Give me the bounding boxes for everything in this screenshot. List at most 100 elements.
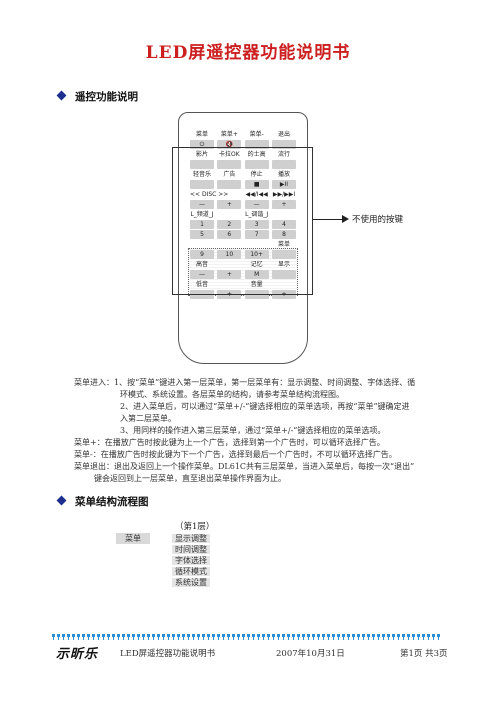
desc-line: 菜单退出：退出及返回上一个操作菜单。DL61C共有三层菜单，当进入菜单后，每按一… — [74, 462, 415, 471]
desc-line: 2、进入菜单后，可以通过“菜单+/-”键选择相应的菜单选项，再按“菜单”键确定进 — [120, 402, 410, 411]
remote-key-label: 菜单- — [249, 131, 264, 138]
remote-key-row: << DISC >>◀◀/I◀◀▶▶/▶▶I — [190, 190, 296, 199]
remote-key-label — [271, 160, 296, 169]
remote-key-label: 1 — [190, 220, 214, 229]
section-heading-remote: 遥控功能说明 — [56, 89, 138, 104]
remote-key-label: 广告 — [223, 171, 236, 178]
remote-key-label — [190, 180, 214, 189]
remote-key-row: ⏻🔇 — [190, 140, 296, 149]
remote-key-label: + — [271, 200, 296, 209]
remote-key-label: 记忆 — [250, 261, 263, 268]
remote-key-label: 10+ — [244, 250, 269, 259]
remote-key-label — [271, 140, 296, 149]
flow-item-list: 显示调整 时间调整 字体选择 循环模式 系统设置 — [171, 533, 211, 588]
remote-key-label: 音量 — [250, 281, 263, 288]
remote-key-label: << DISC >> — [190, 191, 229, 198]
remote-key-label: 4 — [271, 220, 296, 229]
remote-key-label: 流行 — [277, 151, 290, 158]
unused-keys-frame — [172, 147, 313, 295]
remote-key-label: 菜单+ — [220, 131, 238, 138]
remote-key-label: M — [244, 270, 269, 279]
desc-line: 键会返回到上一层菜单，直至退出菜单操作界面为止。 — [94, 474, 286, 483]
remote-key-label: — — [244, 200, 269, 209]
remote-key-row: —+M — [190, 270, 296, 279]
callout-unused-keys: 不使用的按键 — [352, 215, 404, 225]
remote-key-label: + — [217, 200, 242, 209]
remote-key-label: 7 — [244, 230, 269, 239]
remote-key-row: 影片 卡拉OK 的士高 流行 — [190, 150, 296, 159]
remote-key-label: L_调谐_J — [245, 211, 269, 218]
remote-key-row: 菜单 菜单+ 菜单- 退出 — [190, 130, 296, 139]
flow-item: 显示调整 — [171, 533, 211, 544]
remote-key-label: 9 — [190, 250, 214, 259]
remote-key-row: 菜单 — [190, 240, 296, 249]
remote-key-label: — — [190, 270, 214, 279]
remote-key-label: + — [217, 270, 242, 279]
remote-key-label — [271, 270, 296, 279]
flow-item: 循环模式 — [171, 566, 211, 577]
remote-key-label: 8 — [271, 230, 296, 239]
remote-key-row: ■▶II — [190, 180, 296, 189]
remote-key-label: ▶II — [271, 180, 296, 189]
remote-key-label: L_频道_J — [190, 211, 214, 218]
remote-key-label: ▶▶/▶▶I — [272, 191, 296, 198]
desc-line: 菜单+：在播放广告时按此键为上一个广告，选择到第一个广告时，可以循环选择广告。 — [74, 438, 385, 447]
footer-page-number: 第1页 共3页 — [400, 649, 448, 659]
section-heading-flow: 菜单结构流程图 — [56, 494, 149, 509]
section-heading-text: 遥控功能说明 — [75, 91, 138, 103]
remote-key-label: 2 — [217, 220, 242, 229]
section-heading-text: 菜单结构流程图 — [75, 496, 149, 508]
remote-key-label: 菜单 — [195, 131, 208, 138]
remote-key-label: 卡拉OK — [218, 151, 240, 158]
callout-arrow-line — [313, 219, 345, 220]
remote-key-label — [244, 140, 269, 149]
flow-item: 系统设置 — [171, 577, 211, 588]
remote-key-label — [244, 160, 269, 169]
remote-key-label — [217, 160, 242, 169]
desc-line: 入第二层菜单。 — [120, 414, 176, 423]
remote-key-label: ■ — [244, 180, 269, 189]
arrow-right-icon — [342, 215, 349, 223]
flow-item: 字体选择 — [171, 555, 211, 566]
flow-layer-label: （第1层） — [175, 522, 215, 532]
remote-key-label: 的士高 — [247, 151, 266, 158]
remote-key-label: 退出 — [277, 131, 290, 138]
remote-key-label: 影片 — [195, 151, 208, 158]
diamond-bullet-icon — [56, 495, 67, 506]
remote-key-label: ⏻ — [190, 140, 214, 149]
flow-menu-box: 菜单 — [116, 533, 150, 544]
footer-dotted-border — [52, 634, 442, 640]
flow-item: 时间调整 — [171, 544, 211, 555]
remote-key-row: 轻音乐 广告 停止 播放 — [190, 170, 296, 179]
remote-key-label: 5 — [190, 230, 214, 239]
remote-key-row: —+—+ — [190, 200, 296, 209]
footer-title: LED屏遥控器功能说明书 — [120, 649, 216, 659]
remote-key-label: 轻音乐 — [192, 171, 211, 178]
remote-key-label: 3 — [244, 220, 269, 229]
remote-key-label: 6 — [217, 230, 242, 239]
footer-logo: 示昕乐 — [56, 647, 99, 662]
remote-key-label: 🔇 — [217, 140, 242, 149]
remote-key-label: 10 — [217, 250, 242, 259]
remote-key-label: 低音 — [195, 281, 208, 288]
diamond-bullet-icon — [56, 90, 67, 101]
remote-key-label — [217, 180, 242, 189]
remote-key-label: — — [190, 200, 214, 209]
remote-key-label: 显示 — [277, 261, 290, 268]
desc-line: 环模式、系统设置。各层菜单的结构，请参考菜单结构流程图。 — [120, 390, 344, 399]
desc-line: 菜单-：在播放广告时按此键为下一个广告，选择到最后一个广告时，不可以循环选择广告… — [74, 450, 397, 459]
remote-key-row: L_频道_J L_调谐_J — [190, 210, 296, 219]
remote-key-row: 低音 音量 — [190, 280, 296, 289]
remote-key-label — [271, 250, 296, 259]
remote-key-row — [190, 160, 296, 169]
remote-key-label: 高音 — [195, 261, 208, 268]
remote-key-row: 高音 记忆 显示 — [190, 260, 296, 269]
remote-key-label: 播放 — [277, 171, 290, 178]
remote-key-label: 停止 — [250, 171, 263, 178]
footer-date: 2007年10月31日 — [276, 649, 345, 659]
remote-key-label: 菜单 — [277, 241, 290, 248]
desc-line: 3、用同样的操作进入第三层菜单，通过“菜单+/-”键选择相应的菜单选项。 — [120, 426, 386, 435]
